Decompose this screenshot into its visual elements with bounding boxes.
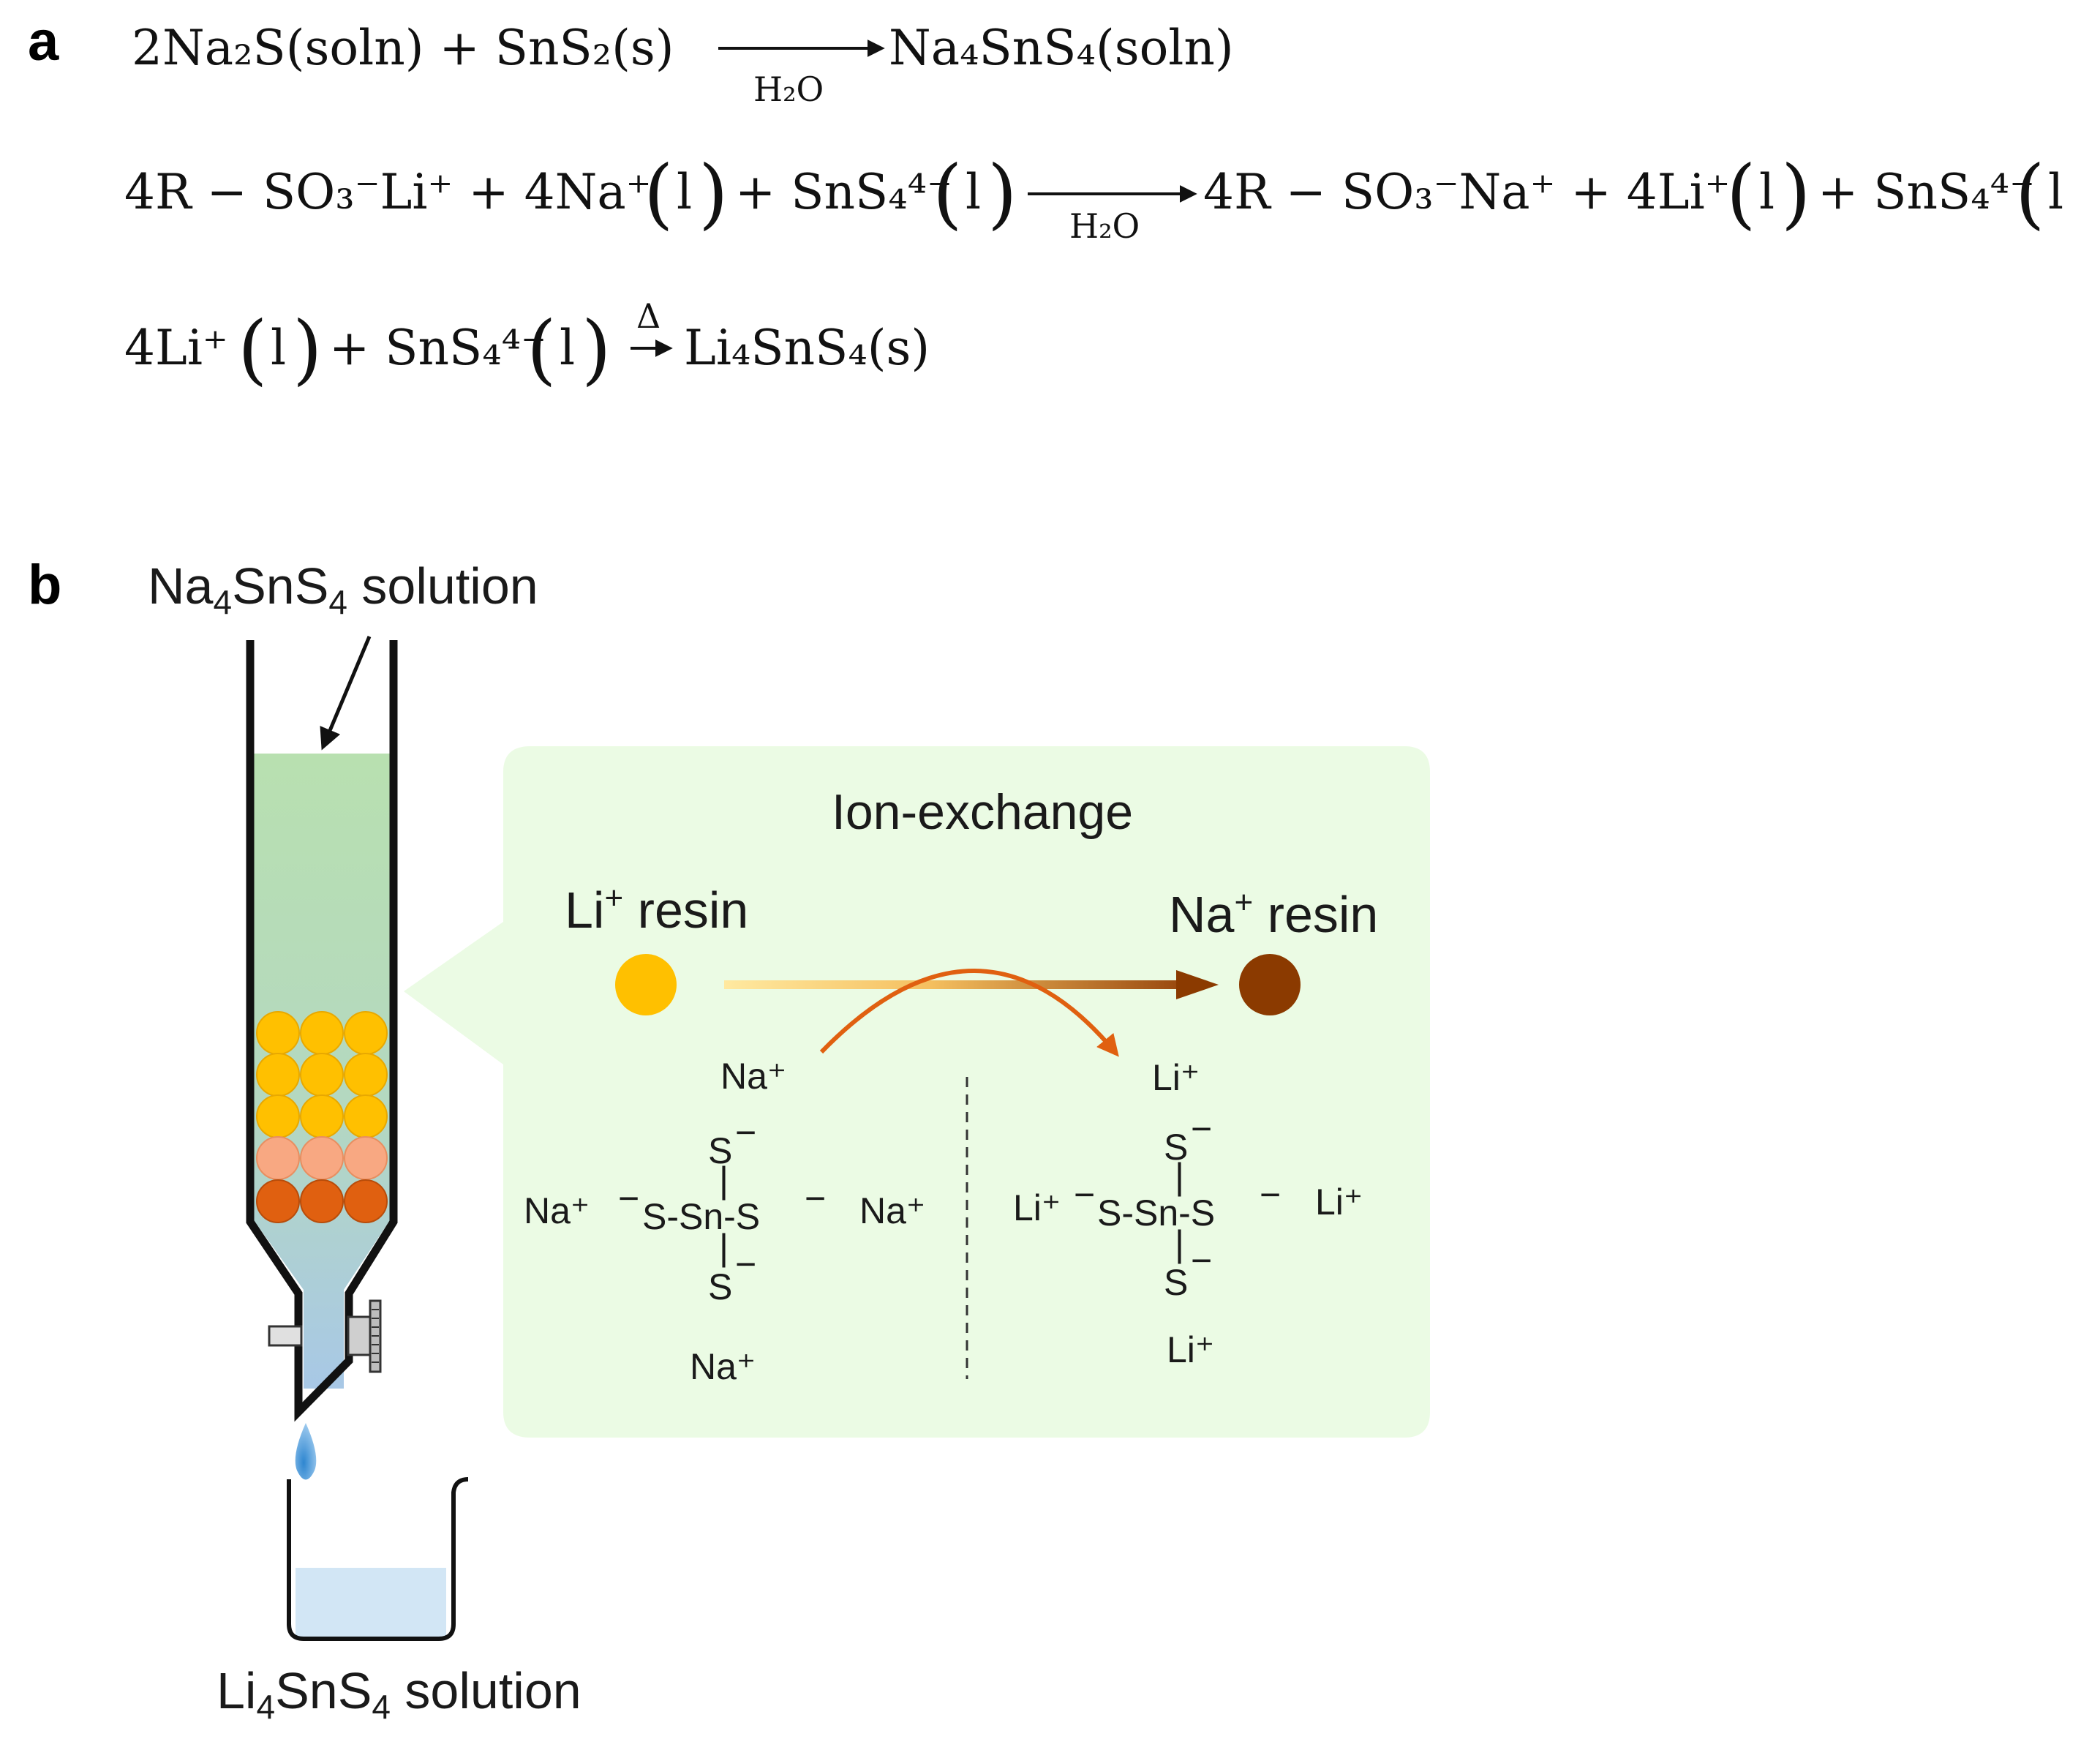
eq2-state-4: l xyxy=(2048,164,2063,220)
eq3-state-1: l xyxy=(271,320,286,376)
equation-2: 4R − SO₃⁻Li⁺ + 4Na⁺ ( l ) + SnS₄⁴⁻ ( l )… xyxy=(124,149,2063,246)
s-bottom-right: S xyxy=(1164,1262,1188,1303)
li-ion-left: Li⁺ xyxy=(1013,1187,1061,1228)
eq2-open-paren-2: ( xyxy=(933,149,963,238)
exchange-curved-arrow xyxy=(819,969,1119,1057)
collection-beaker xyxy=(287,1477,469,1641)
li-resin-label: Li+ resin xyxy=(565,880,748,939)
conversion-arrow-shaft xyxy=(724,980,1179,989)
ion-exchange-title: Ion-exchange xyxy=(832,784,1133,840)
panel-a-label: a xyxy=(28,10,59,72)
s-bottom-left-charge: − xyxy=(735,1244,756,1285)
mixed-resin-bead-row xyxy=(256,1136,388,1180)
li-resin-bead xyxy=(615,954,677,1015)
li-ion-bottom: Li⁺ xyxy=(1167,1329,1214,1370)
na-resin-bead xyxy=(1239,954,1301,1015)
eq2-close-paren-3: ) xyxy=(1781,149,1811,238)
eq2-close-paren-2: ) xyxy=(987,149,1017,238)
eq1-arrow-condition: H₂O xyxy=(753,70,824,109)
na-resin-label: Na+ resin xyxy=(1169,884,1378,943)
s-top-right-charge: − xyxy=(1191,1108,1212,1149)
column-outline xyxy=(246,640,398,1422)
na-ion-left: Na⁺ xyxy=(524,1190,590,1231)
equation-1: 2Na₂S(soln) + SnS₂(s) H₂O Na₄SnS₄(soln) xyxy=(132,20,1234,109)
li-resin-bead-rows xyxy=(256,1011,388,1138)
ion-exchange-callout xyxy=(404,746,1430,1438)
eq2-state-2: l xyxy=(966,164,981,220)
bond-top-left: | xyxy=(719,1160,729,1201)
bond-bottom-left: | xyxy=(719,1227,729,1268)
s-top-left: S xyxy=(708,1130,732,1171)
eq3-close-paren-2: ) xyxy=(582,304,611,394)
eluate-drop xyxy=(295,1423,317,1480)
eq2-part-2: + SnS₄⁴⁻ xyxy=(735,164,952,220)
eq2-open-paren-4: ( xyxy=(2015,149,2045,238)
stopcock xyxy=(268,1299,382,1373)
sn-row-left: S-Sn-S xyxy=(642,1196,760,1237)
na-ion-right: Na⁺ xyxy=(859,1190,925,1231)
s-bottom-left: S xyxy=(708,1266,732,1307)
eq3-part-1: 4Li⁺ xyxy=(124,320,228,376)
eq3-open-paren-2: ( xyxy=(527,304,557,394)
eq2-part-3: 4R − SO₃⁻Na⁺ + 4Li⁺ xyxy=(1203,164,1731,220)
equation-3: 4Li⁺ ( l ) + SnS₄⁴⁻ ( l ) Δ Li₄SnS₄(s) xyxy=(124,296,930,394)
li-ion-top: Li⁺ xyxy=(1152,1057,1200,1098)
bond-bottom-right: | xyxy=(1175,1223,1184,1264)
li-thiostannate-structure: Li⁺ S − | Li⁺ − S-Sn-S − Li⁺ | S − Li⁺ xyxy=(1013,1057,1363,1370)
eq3-close-paren-1: ) xyxy=(293,304,323,394)
eq2-state-3: l xyxy=(1759,164,1775,220)
eq1-reactants: 2Na₂S(soln) + SnS₂(s) xyxy=(132,20,674,76)
eq2-open-paren-1: ( xyxy=(644,149,674,238)
eq1-products: Na₄SnS₄(soln) xyxy=(889,20,1234,76)
s-top-left-charge: − xyxy=(735,1112,756,1153)
eq3-part-2: + SnS₄⁴⁻ xyxy=(329,320,546,376)
li-ion-right: Li⁺ xyxy=(1315,1182,1363,1222)
panel-b-label: b xyxy=(28,554,61,616)
s-right-charge-right: − xyxy=(1260,1174,1281,1215)
na-thiostannate-structure: Na⁺ S − | Na⁺ − S-Sn-S − Na⁺ | S − Na⁺ xyxy=(524,1056,925,1387)
eq2-close-paren-1: ) xyxy=(699,149,729,238)
sn-row-right: S-Sn-S xyxy=(1097,1192,1215,1233)
na-ion-top: Na⁺ xyxy=(720,1056,786,1097)
s-left-charge-right: − xyxy=(1074,1174,1095,1215)
na-ion-bottom: Na⁺ xyxy=(690,1346,756,1387)
eq2-part-4: + SnS₄⁴⁻ xyxy=(1818,164,2035,220)
s-bottom-right-charge: − xyxy=(1191,1240,1212,1281)
conversion-arrow-head xyxy=(1176,970,1219,999)
s-left-charge: − xyxy=(618,1178,639,1219)
eq3-product: Li₄SnS₄(s) xyxy=(684,320,930,376)
bond-top-right: | xyxy=(1175,1156,1184,1197)
input-solution-label: Na4SnS4 solution xyxy=(148,557,538,621)
s-right-charge: − xyxy=(805,1178,826,1219)
eq2-state-1: l xyxy=(677,164,692,220)
input-pointer-arrow xyxy=(320,636,372,751)
eq3-state-2: l xyxy=(560,320,575,376)
eq3-open-paren-1: ( xyxy=(238,304,268,394)
eq2-part-1: 4R − SO₃⁻Li⁺ + 4Na⁺ xyxy=(124,164,652,220)
output-solution-label: Li4SnS4 solution xyxy=(217,1662,582,1726)
s-top-right: S xyxy=(1164,1127,1188,1168)
exchanged-resin-bead-row xyxy=(256,1179,388,1223)
eq2-arrow-condition: H₂O xyxy=(1069,206,1140,246)
eq3-heat-symbol: Δ xyxy=(636,296,661,336)
resin-bed xyxy=(256,1011,388,1223)
eq2-open-paren-3: ( xyxy=(1726,149,1756,238)
